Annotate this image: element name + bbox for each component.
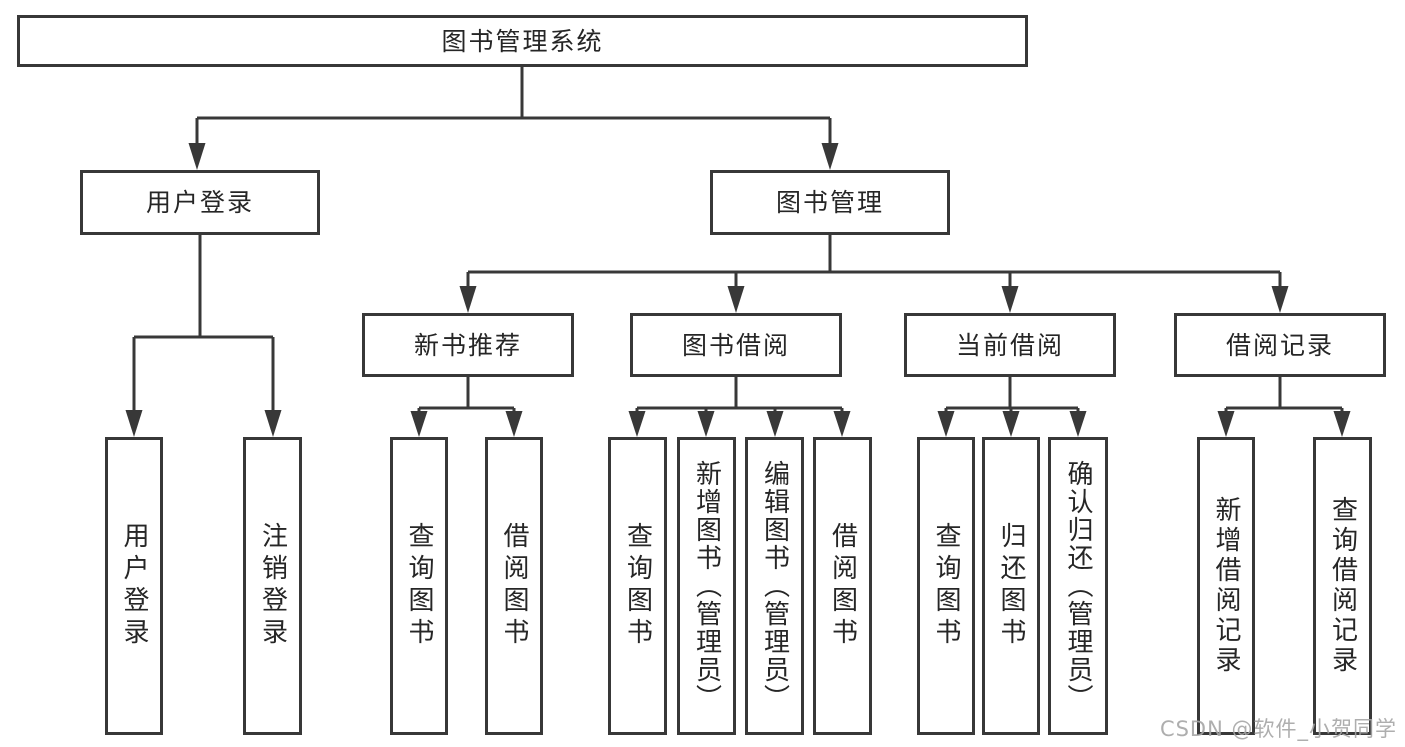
node-nb-query-book: 查询图书	[390, 437, 448, 735]
node-leaf-user-login: 用户登录	[105, 437, 163, 735]
node-root: 图书管理系统	[17, 15, 1028, 67]
arrowhead-icons	[125, 143, 1351, 437]
node-borrow-record-label: 借阅记录	[1225, 330, 1334, 360]
node-bb-query-book: 查询图书	[608, 437, 667, 735]
node-current-borrow-label: 当前借阅	[955, 330, 1064, 360]
node-new-book-label: 新书推荐	[413, 330, 522, 360]
node-cb-return-book: 归还图书	[982, 437, 1040, 735]
node-leaf-logout-label: 注销登录	[257, 522, 288, 650]
node-cb-return-book-label: 归还图书	[996, 522, 1026, 650]
node-book-borrow: 图书借阅	[630, 313, 842, 377]
node-cb-query-book: 查询图书	[917, 437, 975, 735]
node-nb-borrow-book-label: 借阅图书	[499, 522, 529, 650]
node-nb-borrow-book: 借阅图书	[485, 437, 543, 735]
node-book-borrow-label: 图书借阅	[681, 330, 790, 360]
node-cb-query-book-label: 查询图书	[931, 522, 961, 650]
node-br-query-record: 查询借阅记录	[1313, 437, 1372, 735]
node-borrow-record: 借阅记录	[1174, 313, 1386, 377]
node-br-add-record: 新增借阅记录	[1197, 437, 1255, 735]
node-bb-borrow-book: 借阅图书	[813, 437, 872, 735]
node-user-login: 用户登录	[80, 170, 320, 235]
node-bb-edit-book: 编辑图书（管理员）	[745, 437, 804, 735]
node-br-add-record-label: 新增借阅记录	[1211, 496, 1241, 676]
node-root-label: 图书管理系统	[441, 26, 604, 56]
node-book-mgmt: 图书管理	[710, 170, 950, 235]
node-br-query-record-label: 查询借阅记录	[1327, 496, 1358, 676]
node-user-login-label: 用户登录	[145, 188, 254, 217]
node-book-mgmt-label: 图书管理	[775, 188, 884, 217]
node-cb-confirm-return-label: 确认归还（管理员）	[1063, 460, 1093, 712]
csdn-watermark: CSDN @软件_小贺同学	[1159, 717, 1397, 741]
node-bb-query-book-label: 查询图书	[622, 522, 653, 650]
node-bb-add-book: 新增图书（管理员）	[677, 437, 736, 735]
node-leaf-logout: 注销登录	[243, 437, 302, 735]
node-bb-borrow-book-label: 借阅图书	[827, 522, 858, 650]
node-new-book: 新书推荐	[362, 313, 574, 377]
node-current-borrow: 当前借阅	[904, 313, 1116, 377]
node-bb-add-book-label: 新增图书（管理员）	[691, 460, 722, 712]
node-bb-edit-book-label: 编辑图书（管理员）	[759, 460, 790, 712]
node-cb-confirm-return: 确认归还（管理员）	[1048, 437, 1108, 735]
node-leaf-user-login-label: 用户登录	[119, 522, 149, 650]
node-nb-query-book-label: 查询图书	[404, 522, 434, 650]
